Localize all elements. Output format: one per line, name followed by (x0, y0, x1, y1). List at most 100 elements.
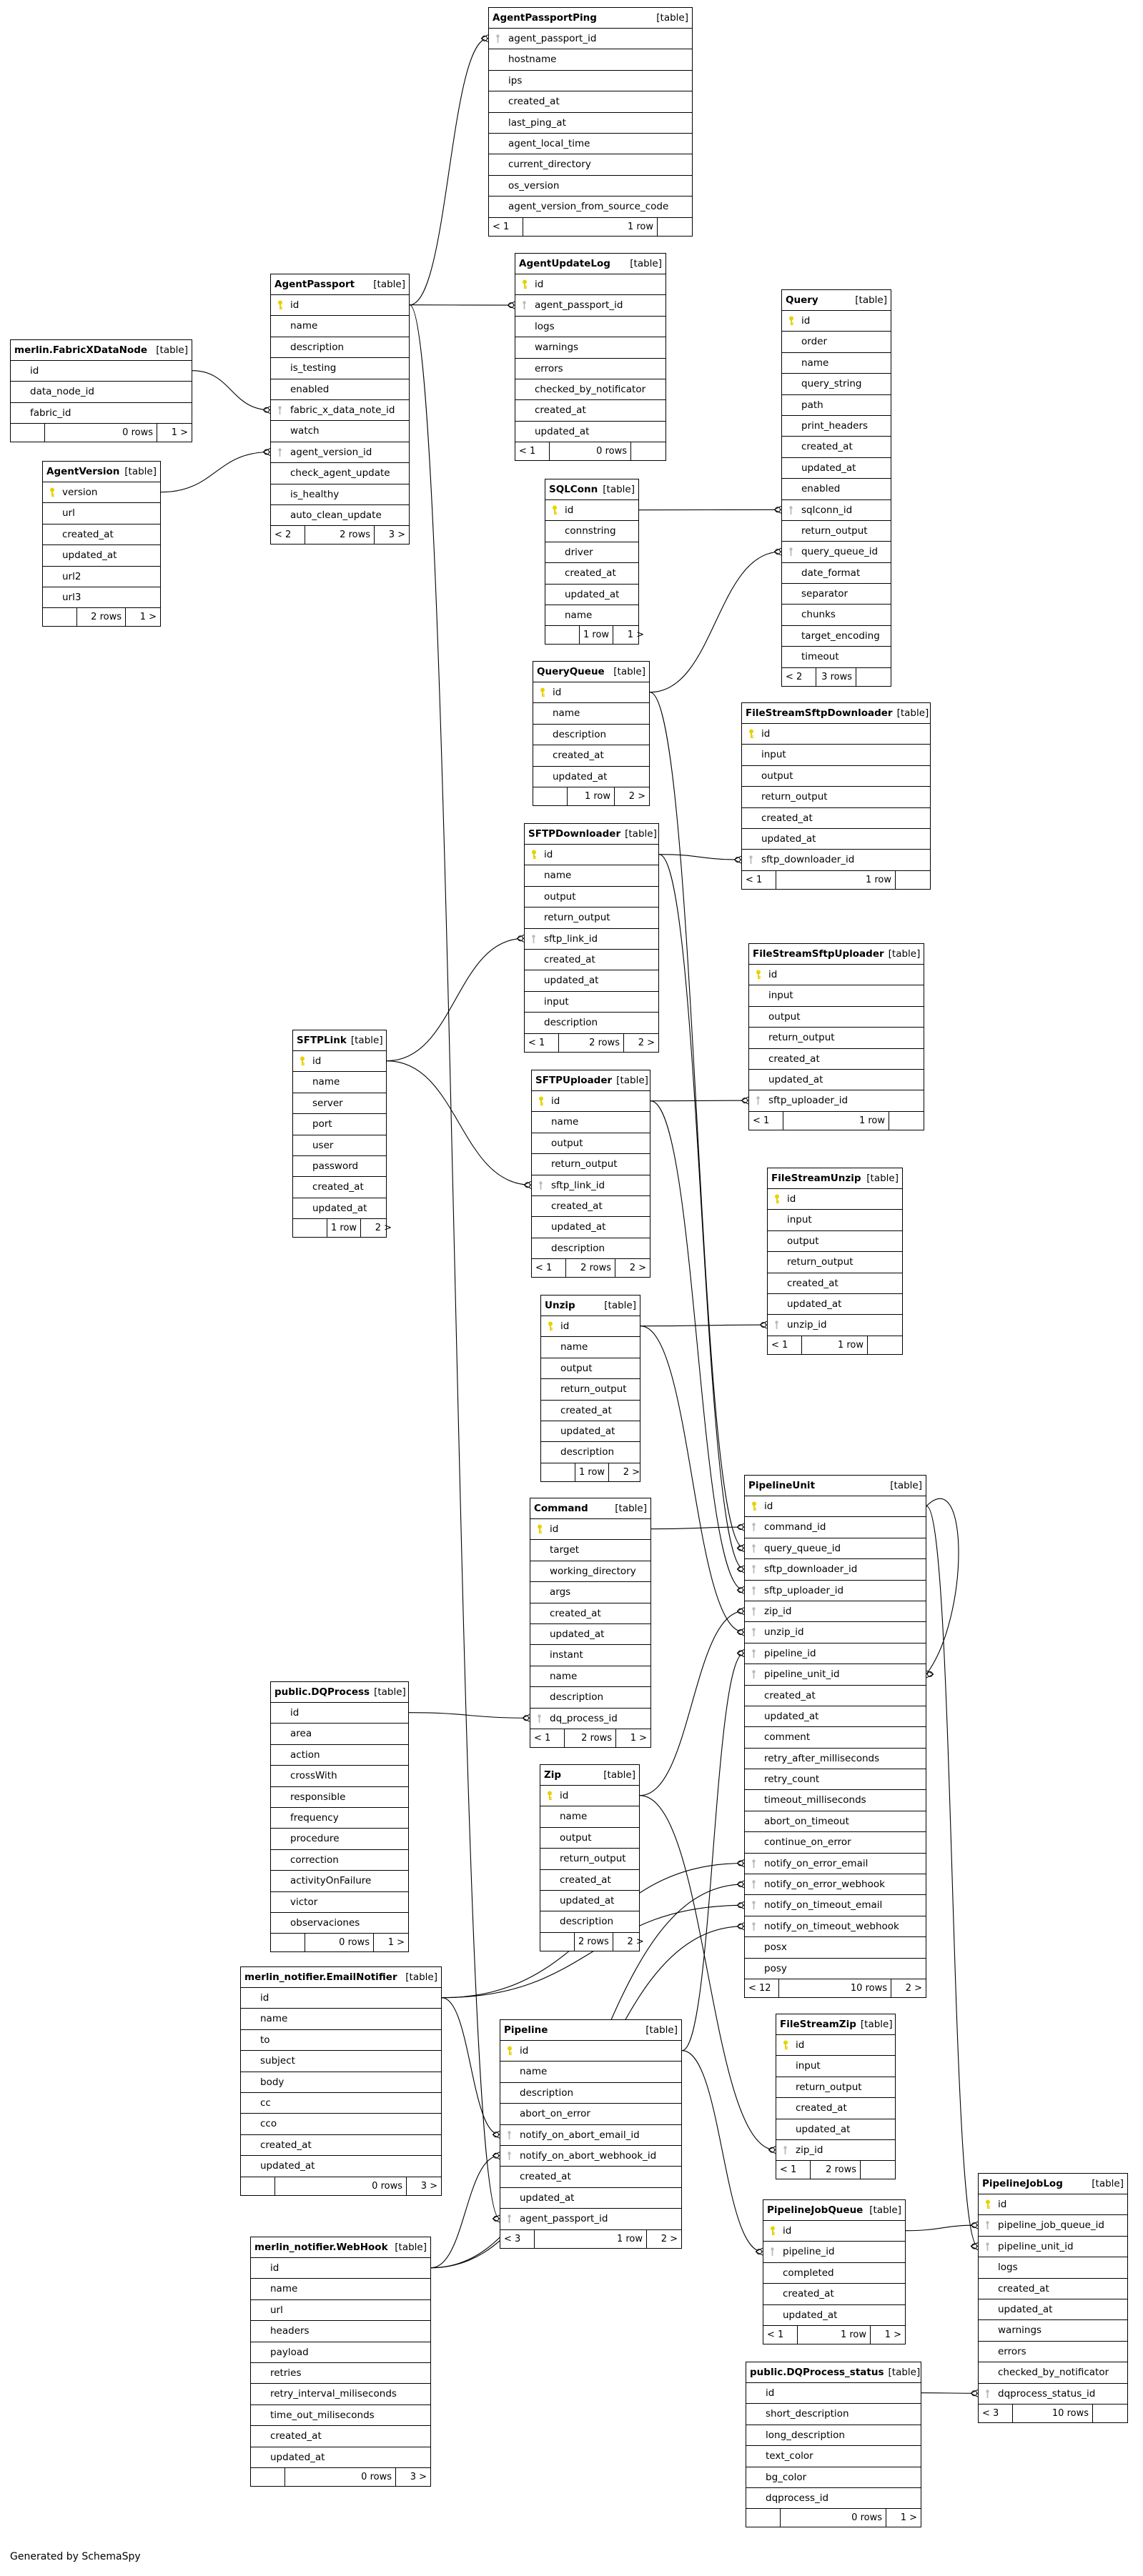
table-name[interactable]: SQLConn (549, 484, 598, 495)
column-row[interactable]: name (530, 1666, 650, 1688)
column-row[interactable]: created_at (541, 1401, 640, 1421)
table-name[interactable]: Unzip (545, 1300, 575, 1311)
column-row[interactable]: unzip_id (745, 1622, 926, 1643)
column-row[interactable]: zip_id (745, 1601, 926, 1623)
column-row[interactable]: crossWith (271, 1766, 408, 1787)
column-row[interactable]: short_description (746, 2404, 921, 2425)
table-header[interactable]: merlin_notifier.EmailNotifier[table] (241, 1967, 441, 1988)
column-row[interactable]: id (293, 1051, 386, 1073)
table-agentpassportping[interactable]: AgentPassportPing[table]agent_passport_i… (488, 7, 693, 237)
column-row[interactable]: return_output (525, 907, 658, 929)
children-link[interactable]: 3 > (388, 529, 405, 541)
column-row[interactable]: date_format (782, 563, 891, 585)
column-row[interactable]: fabric_x_data_note_id (271, 400, 409, 422)
column-row[interactable]: action (271, 1745, 408, 1766)
table-header[interactable]: PipelineUnit[table] (745, 1476, 926, 1496)
column-row[interactable]: procedure (271, 1829, 408, 1850)
column-row[interactable]: updated_at (545, 585, 638, 605)
children-link[interactable]: 3 > (420, 2180, 437, 2192)
column-row[interactable]: zip_id (776, 2140, 895, 2162)
table-header[interactable]: SFTPUploader[table] (532, 1070, 650, 1091)
column-row[interactable]: updated_at (293, 1198, 386, 1220)
column-row[interactable]: agent_passport_id (500, 2209, 681, 2230)
table-header[interactable]: Zip[table] (540, 1765, 639, 1786)
table-header[interactable]: PipelineJobQueue[table] (763, 2200, 905, 2221)
parents-link[interactable]: < 1 (530, 1729, 565, 1747)
column-row[interactable]: checked_by_notificator (979, 2362, 1127, 2384)
column-row[interactable]: path (782, 395, 891, 416)
column-row[interactable]: data_node_id (11, 382, 192, 403)
table-name[interactable]: AgentPassport (274, 279, 355, 290)
column-row[interactable]: updated_at (500, 2188, 681, 2209)
column-row[interactable]: name (782, 353, 891, 374)
column-row[interactable]: last_ping_at (489, 113, 692, 134)
column-row[interactable]: sftp_uploader_id (745, 1581, 926, 1601)
column-row[interactable]: description (525, 1013, 658, 1034)
table-name[interactable]: SFTPLink (297, 1035, 347, 1046)
column-row[interactable]: updated_at (979, 2299, 1127, 2321)
column-row[interactable]: logs (979, 2257, 1127, 2279)
column-row[interactable]: input (768, 1210, 902, 1231)
column-row[interactable]: subject (241, 2051, 441, 2072)
table-header[interactable]: Unzip[table] (541, 1296, 640, 1316)
column-row[interactable]: created_at (241, 2135, 441, 2157)
column-row[interactable]: output (768, 1231, 902, 1253)
table-header[interactable]: SQLConn[table] (545, 479, 638, 500)
column-row[interactable]: continue_on_error (745, 1832, 926, 1854)
column-row[interactable]: completed (763, 2263, 905, 2284)
table-name[interactable]: merlin.FabricXDataNode (14, 344, 148, 356)
column-row[interactable]: text_color (746, 2446, 921, 2467)
column-row[interactable]: dq_process_id (530, 1709, 650, 1729)
column-row[interactable]: dqprocess_id (746, 2488, 921, 2510)
column-row[interactable]: description (530, 1687, 650, 1709)
column-row[interactable]: query_queue_id (782, 542, 891, 563)
column-row[interactable]: cco (241, 2114, 441, 2135)
column-row[interactable]: body (241, 2072, 441, 2093)
column-row[interactable]: posy (745, 1959, 926, 1979)
column-row[interactable]: created_at (768, 1273, 902, 1294)
column-row[interactable]: updated_at (540, 1891, 639, 1912)
table-header[interactable]: SFTPDownloader[table] (525, 824, 658, 845)
table-name[interactable]: FileStreamSftpUploader (753, 948, 884, 960)
parents-link[interactable]: < 1 (515, 442, 550, 461)
column-row[interactable]: separator (782, 584, 891, 605)
column-row[interactable]: id (763, 2221, 905, 2242)
table-header[interactable]: AgentVersion[table] (43, 462, 160, 482)
column-row[interactable]: name (525, 865, 658, 887)
column-row[interactable]: id (776, 2035, 895, 2057)
column-row[interactable]: updated_at (533, 767, 649, 787)
column-row[interactable]: id (515, 274, 665, 296)
column-row[interactable]: updated_at (763, 2305, 905, 2326)
children-link[interactable] (868, 1336, 902, 1354)
children-link[interactable]: 1 > (171, 427, 188, 439)
column-row[interactable]: enabled (782, 479, 891, 500)
column-row[interactable]: created_at (742, 808, 930, 829)
table-header[interactable]: AgentPassport[table] (271, 274, 409, 295)
column-row[interactable]: return_output (742, 787, 930, 808)
column-row[interactable]: name (251, 2279, 430, 2300)
column-row[interactable]: logs (515, 317, 665, 338)
parents-link[interactable]: < 1 (768, 1336, 802, 1354)
column-row[interactable]: output (749, 1007, 924, 1028)
table-name[interactable]: public.DQProcess (274, 1686, 370, 1698)
parents-link[interactable] (746, 2509, 781, 2527)
table-header[interactable]: Command[table] (530, 1498, 650, 1519)
column-row[interactable]: id (541, 1316, 640, 1338)
column-row[interactable]: id (251, 2258, 430, 2279)
column-row[interactable]: description (271, 337, 409, 359)
column-row[interactable]: return_output (541, 1379, 640, 1401)
children-link[interactable]: 2 > (627, 1936, 644, 1947)
children-link[interactable] (856, 668, 891, 686)
column-row[interactable]: area (271, 1724, 408, 1745)
parents-link[interactable]: < 12 (745, 1979, 779, 1997)
